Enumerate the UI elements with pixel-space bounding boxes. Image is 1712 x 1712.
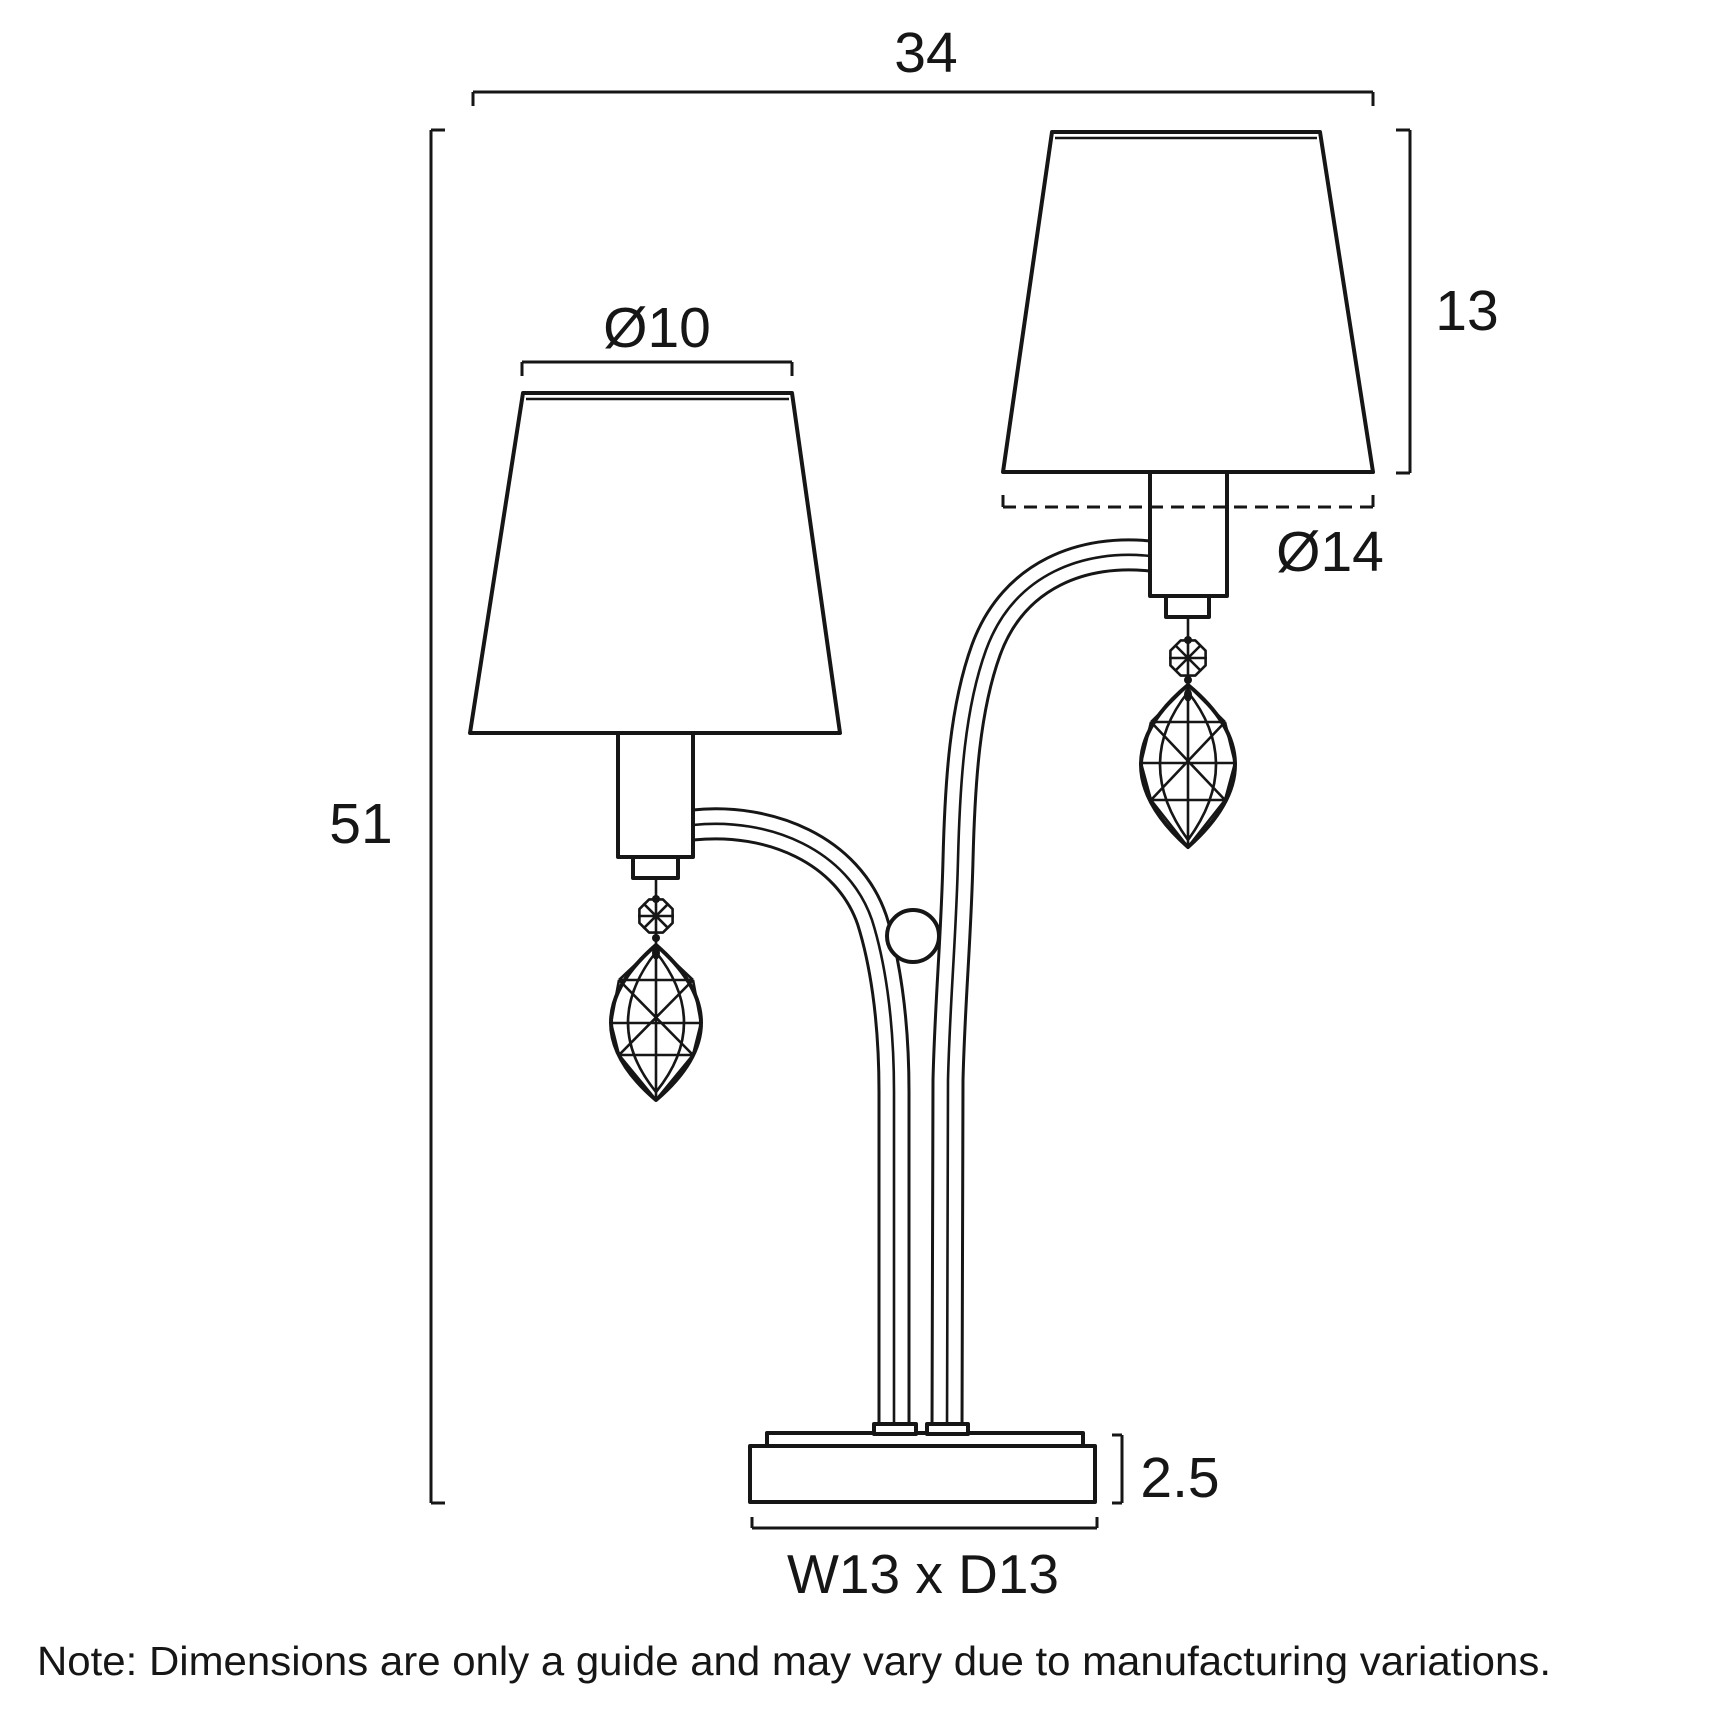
- right-pendant-bead-spokes: [1169, 639, 1207, 677]
- right-crystal-pendant: [1139, 617, 1237, 849]
- base-block: [748, 1444, 1097, 1504]
- dimension-labels: 34 51 Ø10 13 Ø14 2.5 W13 x D13: [329, 21, 1498, 1605]
- right-stem-foot: [925, 1422, 970, 1436]
- lamp-arms: [691, 538, 1152, 1432]
- left-pendant-drop-facets: [609, 944, 703, 1101]
- left-socket: [616, 731, 695, 859]
- dim-total-width-line: [471, 90, 1375, 106]
- right-arm-tube-fill: [933, 541, 1152, 1432]
- dim-label-total-height: 51: [329, 792, 392, 856]
- dim-label-base-footprint: W13 x D13: [787, 1543, 1059, 1605]
- dim-shade-height-line: [1396, 128, 1412, 475]
- note-text: Note: Dimensions are only a guide and ma…: [37, 1638, 1551, 1684]
- dim-label-shade-height: 13: [1435, 279, 1498, 343]
- right-pendant-drop-facets: [1139, 684, 1237, 848]
- left-stem-foot: [872, 1422, 918, 1436]
- left-arm-centerline: [692, 822, 896, 1431]
- lamp-sockets: [616, 470, 1229, 880]
- dim-label-shade-top-diameter: Ø10: [603, 296, 711, 360]
- dimension-lines: [429, 90, 1412, 1530]
- left-crystal-pendant: [609, 878, 703, 1102]
- left-pendant-bead-spokes: [638, 898, 674, 934]
- left-shade: [468, 391, 842, 735]
- right-arm-centerline: [945, 553, 1151, 1432]
- right-pendant-bead-octagon: [1169, 639, 1207, 677]
- dim-label-shade-bottom-diameter: Ø14: [1276, 520, 1384, 584]
- right-shade: [1001, 130, 1375, 474]
- dim-base-footprint-line: [750, 1517, 1099, 1530]
- right-socket: [1148, 470, 1229, 598]
- left-pendant-bead-octagon: [638, 898, 674, 934]
- dim-total-height-line: [429, 128, 445, 1505]
- right-socket-step: [1164, 594, 1211, 619]
- dim-label-base-height: 2.5: [1140, 1446, 1219, 1510]
- dim-shade-top-diameter-line: [520, 360, 794, 376]
- lamp-shades: [468, 130, 1375, 735]
- dim-base-height-line: [1112, 1433, 1124, 1505]
- left-socket-step: [631, 855, 680, 880]
- left-arm-tube-fill: [691, 810, 908, 1431]
- dim-label-total-width: 34: [894, 21, 957, 85]
- lamp-base: [748, 1422, 1097, 1504]
- stem-ball-ornament: [885, 908, 941, 964]
- dim-shade-bottom-diameter-ticks: [1001, 495, 1375, 507]
